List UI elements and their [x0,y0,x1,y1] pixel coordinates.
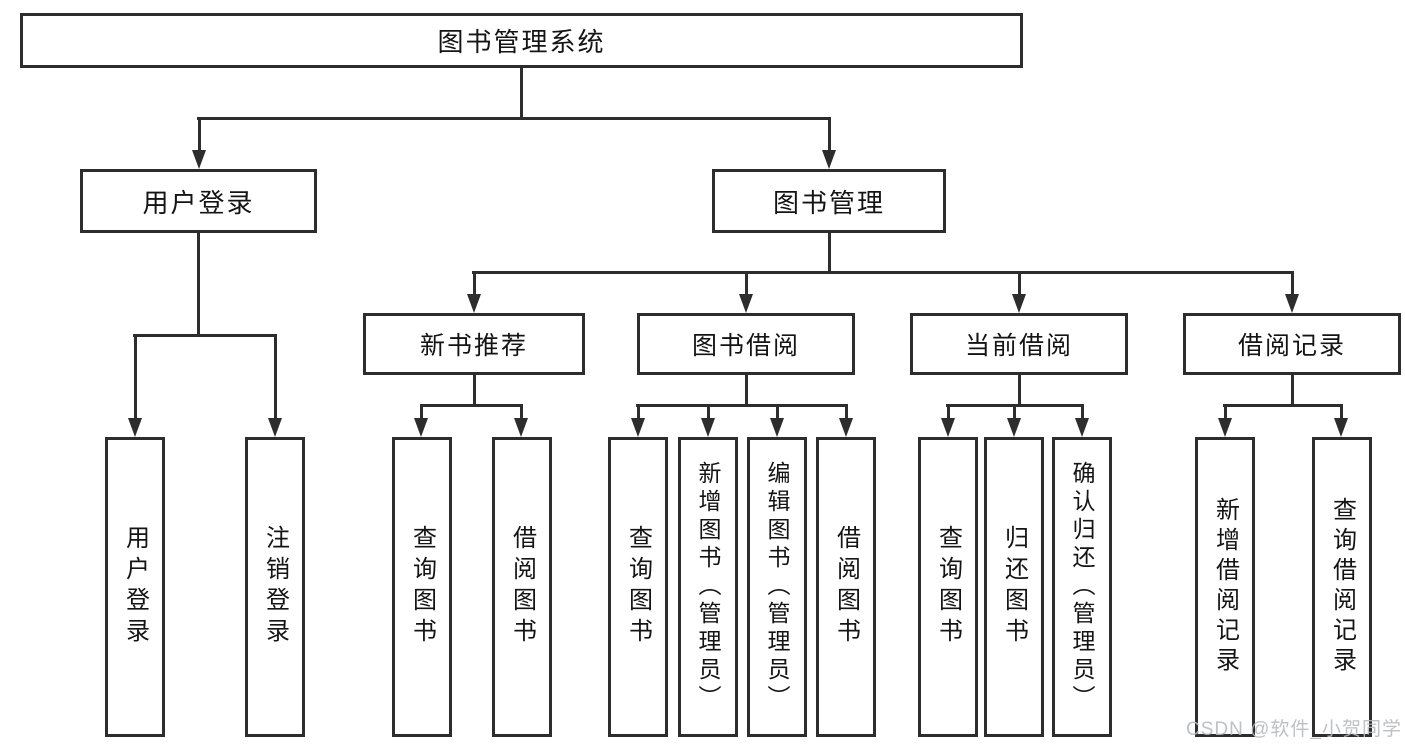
arrow-down-icon [941,404,955,437]
node-new-book-recommend: 新书推荐 [363,313,585,375]
node-current-borrow: 当前借阅 [910,313,1128,375]
connector-line [420,404,523,407]
connector-line [1223,404,1343,407]
arrow-down-icon [268,334,282,437]
arrow-down-icon [1285,271,1299,313]
arrow-down-icon [1012,271,1026,313]
arrow-down-icon [822,117,836,169]
leaf-confirm-return-admin: 确认归还（管理员） [1052,437,1112,737]
node-book-borrow: 图书借阅 [637,313,855,375]
connector-line [520,68,523,118]
arrow-down-icon [467,271,481,313]
node-book-management: 图书管理 [712,169,946,233]
arrow-down-icon [1334,404,1348,437]
leaf-edit-books-admin: 编辑图书（管理员） [747,437,807,737]
arrow-down-icon [1218,404,1232,437]
connector-line [197,117,831,120]
arrow-down-icon [192,117,206,169]
arrow-down-icon [739,271,753,313]
arrow-down-icon [514,404,528,437]
leaf-query-borrow-record: 查询借阅记录 [1312,437,1372,737]
leaf-query-books-borrow: 查询图书 [608,437,668,737]
node-user-login: 用户登录 [80,169,317,233]
arrow-down-icon [770,404,784,437]
leaf-add-borrow-record: 新增借阅记录 [1195,437,1255,737]
connector-line [1018,375,1021,406]
leaf-borrow-books: 借阅图书 [816,437,876,737]
leaf-logout: 注销登录 [245,437,305,737]
connector-line [1291,375,1294,406]
arrow-down-icon [631,404,645,437]
leaf-add-books-admin: 新增图书（管理员） [678,437,738,737]
leaf-borrow-books-recommend: 借阅图书 [492,437,552,737]
leaf-return-books: 归还图书 [984,437,1044,737]
arrow-down-icon [414,404,428,437]
connector-line [745,375,748,406]
connector-line [636,404,847,407]
arrow-down-icon [701,404,715,437]
connector-line [133,334,276,337]
watermark-text: CSDN @软件_小贺同学 [1186,719,1402,740]
connector-line [828,233,831,274]
leaf-user-login: 用户登录 [105,437,165,737]
arrow-down-icon [128,334,142,437]
connector-line [473,375,476,406]
arrow-down-icon [1075,404,1089,437]
arrow-down-icon [839,404,853,437]
leaf-query-books-current: 查询图书 [918,437,978,737]
leaf-query-books-recommend: 查询图书 [392,437,452,737]
node-root: 图书管理系统 [20,13,1023,68]
connector-line [197,233,200,337]
node-borrow-records: 借阅记录 [1183,313,1401,375]
arrow-down-icon [1007,404,1021,437]
connector-line [472,271,1294,274]
